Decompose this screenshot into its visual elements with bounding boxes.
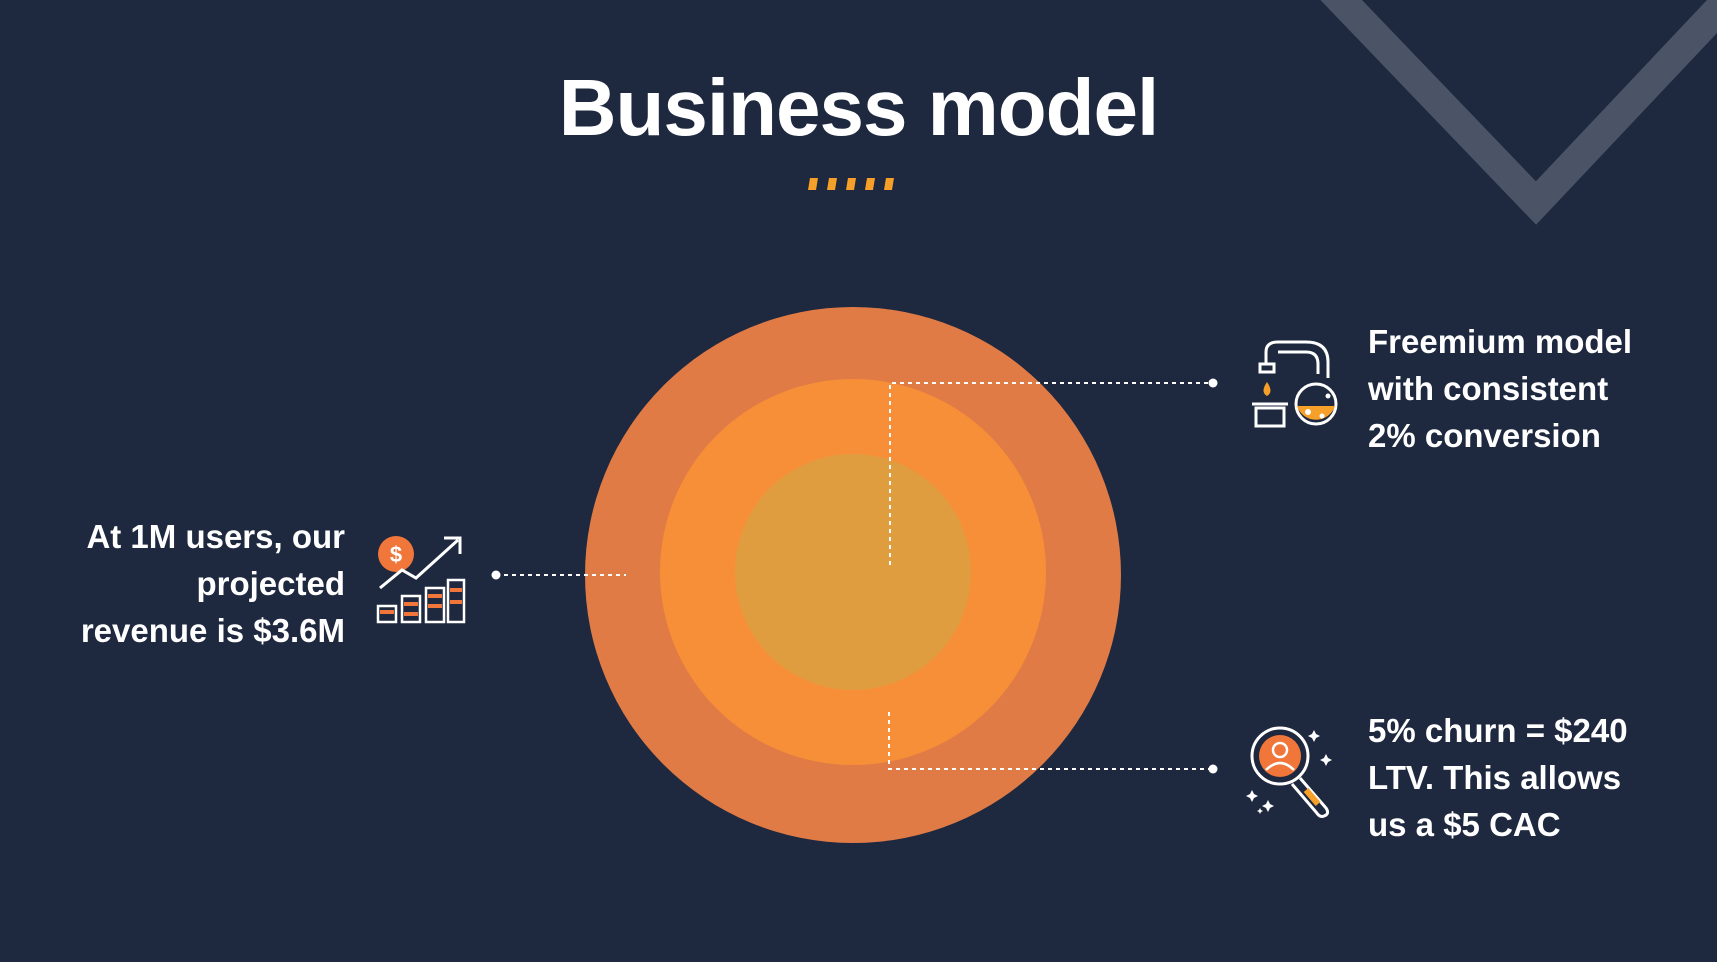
revenue-growth-chart-icon: $ — [376, 536, 466, 624]
inner-circle — [735, 454, 971, 690]
callout-freemium-line-2: with consistent — [1368, 370, 1609, 407]
callout-churn: 5% churn = $240 LTV. This allows us a $5… — [1368, 707, 1708, 848]
callout-churn-line-1: 5% churn = $240 — [1368, 712, 1628, 749]
user-search-magnifier-icon — [1246, 726, 1332, 818]
corner-chevron-decoration — [1320, 0, 1717, 225]
callout-revenue: At 1M users, our projected revenue is $3… — [30, 513, 345, 654]
callout-revenue-line-3: revenue is $3.6M — [80, 612, 345, 649]
callout-freemium-line-3: 2% conversion — [1368, 417, 1601, 454]
callout-revenue-line-1: At 1M users, our — [86, 518, 345, 555]
callout-churn-line-3: us a $5 CAC — [1368, 806, 1561, 843]
slide-title: Business model — [558, 63, 1160, 152]
callout-revenue-line-2: projected — [196, 565, 345, 602]
connector-left-dot — [491, 570, 501, 580]
connector-top-right-dot — [1208, 378, 1218, 388]
connector-bottom-right — [888, 712, 1212, 770]
callout-churn-line-2: LTV. This allows — [1368, 759, 1622, 796]
connector-bottom-right-dot — [1208, 764, 1218, 774]
svg-text:$: $ — [390, 542, 402, 567]
title-dashed-underline — [808, 178, 894, 190]
callout-freemium: Freemium model with consistent 2% conver… — [1368, 318, 1708, 459]
laboratory-flask-icon — [1252, 340, 1338, 428]
callout-freemium-line-1: Freemium model — [1368, 323, 1633, 360]
